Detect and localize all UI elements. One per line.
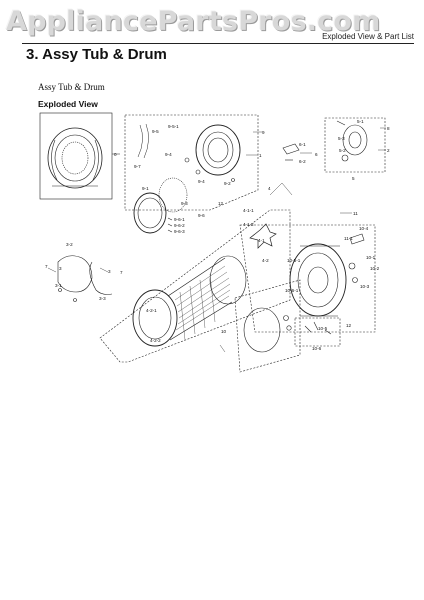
tub-front-group [124,114,259,211]
callout-9-7: 9-7 [134,164,141,169]
drum-group [99,209,291,363]
callout-4-1-1: 4-1-1 [243,208,254,213]
tub-rear [239,224,376,333]
callout-9-3: 9-3 [181,201,188,206]
callout-9: 9 [262,130,265,135]
callout-2: 2 [387,148,390,153]
callout-10-3: 10-3 [360,284,370,289]
callout-10-5: 10-5 [318,326,328,331]
callout-9-6-1: 9-6-1 [174,217,185,222]
callout-9-6-3: 9-6-3 [174,229,185,234]
callout-9-4b: 9-4 [198,179,205,184]
screw-cluster [167,217,173,233]
callout-3a: 3 [59,266,62,271]
gasket-ring [133,177,188,234]
callout-3-3: 3-3 [99,296,106,301]
tub-front-parts [137,123,241,182]
callout-5-2: 5-2 [339,148,346,153]
heater-ring [234,279,301,373]
callout-9-6: 9-6 [198,213,205,218]
watermark-logo: AppliancePartsPros.com [6,6,381,37]
callout-9-1: 9-1 [142,186,149,191]
callout-4-1-2: 4-1-2 [243,222,254,227]
callout-10-6-1: 10-6-1 [285,288,299,293]
callout-6-1: 6-1 [299,142,306,147]
leader-lines [47,127,386,353]
callout-11: 11 [353,211,358,216]
callout-4-2-1: 4-2-1 [146,308,157,313]
callout-11-1: 11-1 [344,236,353,241]
callout-9-2: 9-2 [224,181,231,186]
callout-9-6-2: 9-6-2 [174,223,185,228]
page-subtitle: Assy Tub & Drum [38,82,105,92]
callout-5: 5 [352,176,355,181]
page-header-label: Exploded View & Part List [322,32,414,41]
callout-10-6: 10-6 [312,346,322,351]
callout-10: 10 [221,329,227,334]
drum-body [132,255,247,347]
callout-4-2-2: 4-2-2 [150,338,161,343]
callout-10-5-1: 10-5-1 [287,258,301,263]
spider-part [249,223,277,249]
callout-9-5: 9-5 [152,129,159,134]
callout-labels: 0 9 1 9-5-1 9-5 9-7 9-4 9-4 9-2 9-1 9-3 … [45,119,390,351]
callout-12a: 12 [218,201,224,206]
callout-12b: 12 [346,323,352,328]
header-rule [22,43,414,44]
small-parts-box [294,317,341,347]
callout-1: 1 [259,153,262,158]
callout-5-3: 5-3 [338,136,345,141]
callout-6: 6 [315,152,318,157]
callout-7a: 7 [45,264,48,269]
callout-5-1: 5-1 [357,119,364,124]
callout-6-2: 6-2 [299,159,306,164]
callout-4: 4 [268,186,271,191]
pulley-group [324,117,386,173]
callout-3-1: 3-1 [55,283,62,288]
callout-9-5-1: 9-5-1 [168,124,179,129]
callout-10-4: 10-4 [359,226,369,231]
clamp-parts [57,255,113,302]
callout-7b: 7 [120,270,123,275]
callout-3-2: 3-2 [66,242,73,247]
callout-3b: 3 [108,269,111,274]
callout-10-1: 10-1 [366,255,376,260]
callout-4-1: 4-1 [258,238,265,243]
callout-0: 0 [114,152,117,157]
assembled-inset [39,112,120,200]
section-title: 3. Assy Tub & Drum [26,46,167,63]
exploded-view-heading: Exploded View [38,99,98,109]
callout-9-4a: 9-4 [165,152,172,157]
callout-10-2: 10-2 [370,266,380,271]
bracket-part [282,143,300,161]
callout-4-2: 4-2 [262,258,269,263]
callout-8: 8 [387,126,390,131]
